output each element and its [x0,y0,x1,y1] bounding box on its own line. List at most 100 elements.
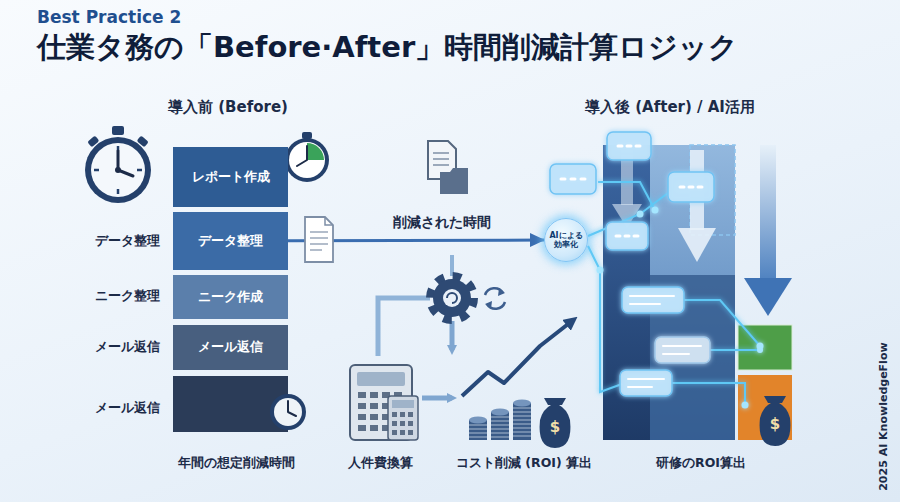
timer-icon [285,132,329,182]
money-bag [540,398,571,448]
bag-body [540,405,571,448]
step-caption: コスト削減 (ROI) 算出 [434,455,614,470]
clock-face [289,142,325,178]
chat-bubble [668,172,714,202]
document-page [305,217,333,262]
down-arrow-head [678,228,716,262]
box-label: レポート作成 [192,170,270,185]
document-lines [310,232,328,250]
elapsed-wedge [307,143,324,160]
watermark: 2025 AI KnowledgeFlow [877,337,890,497]
chat-bubble [606,222,648,250]
task-label: ニーク整理 [48,288,160,304]
calculator-display [357,372,405,386]
document-fold [325,217,333,225]
currency-sign: $ [543,418,567,436]
ai-circle: AIによる 効率化 [544,218,588,262]
chat-bubble [655,337,710,363]
link-dot [742,402,749,409]
box-label: メール返信 [198,340,263,355]
chat-bubble [620,370,672,396]
flow-arrow [450,321,455,350]
flow-arrow [422,396,452,401]
clock-ticks [94,146,142,194]
bubble-lines [628,379,664,387]
clock-pivot [115,167,121,173]
task-block [173,376,288,432]
clock-face [274,398,302,426]
gear-icon [430,276,474,320]
bubble-lines [630,296,674,304]
node-label: AIによる 効率化 [546,231,586,249]
chat-bubble [622,287,684,313]
bubble-dots [561,178,585,181]
ai-links [588,182,764,409]
clock-hands [288,401,296,416]
document-folder-icon [428,141,468,194]
coin-top [513,400,531,407]
gear-teeth [430,276,474,320]
document-icon [305,217,333,262]
box-label: ニーク作成 [198,290,263,305]
clock-rim [270,394,306,430]
calculator-keys [392,412,413,435]
link-dot [637,211,644,218]
column-heading: 導入後 (After) / AI活用 [585,98,835,116]
step-caption: 人件費換算 [320,455,440,470]
refresh-head [498,288,505,296]
column-heading: 導入前 (Before) [168,98,358,116]
calculator-icon [350,365,418,440]
stopwatch-icon [85,126,151,203]
coin-top [491,409,509,416]
task-label: データ整理 [48,233,160,249]
money-bag [760,396,791,446]
coin-edges [491,417,509,437]
calculator-display [392,400,414,408]
coin-top [469,417,487,424]
refresh-icon [485,288,505,309]
clock-rim [285,138,329,182]
coin-stacks [469,400,531,441]
step-caption: 年間の想定削減時間 [141,455,331,470]
page-title: 仕業タ務の「Before·After」時間削減計算ロジック [37,30,738,65]
refresh-head [485,301,492,309]
document-lines [433,153,449,165]
clock-rim [85,137,151,203]
folder [440,168,468,194]
coin-stack [491,412,509,440]
clock-icon [270,394,306,430]
section-tag: Best Practice 2 [37,7,337,27]
ai-link-line [588,182,760,405]
bag-body [760,403,791,446]
task-box: ニーク作成 [173,275,288,319]
calculator-body [388,396,418,440]
coin-stack [513,403,531,440]
edge-label: 削減された時間 [362,214,522,231]
task-label: メール返信 [48,400,160,416]
coin-edges [469,425,487,437]
link-dot [757,347,763,353]
gear-body [433,279,471,317]
stopwatch-crown [112,126,124,135]
bubble-dots [618,145,640,148]
timer-crown [302,132,312,139]
link-dot [597,267,604,274]
clock-hands [118,151,133,176]
growth-arrow [462,321,572,396]
task-box: データ整理 [173,212,288,270]
down-arrow-shaft [760,145,776,280]
task-box: メール返信 [173,325,288,370]
bubble-dots [680,186,702,189]
task-box: レポート作成 [173,147,288,207]
task-label: メール返信 [48,339,160,355]
step-caption: 研修のROI算出 [616,455,786,470]
gear-hub [443,289,461,307]
box-label: データ整理 [198,234,263,249]
bag-neck [764,396,786,403]
flow-line [378,298,430,356]
